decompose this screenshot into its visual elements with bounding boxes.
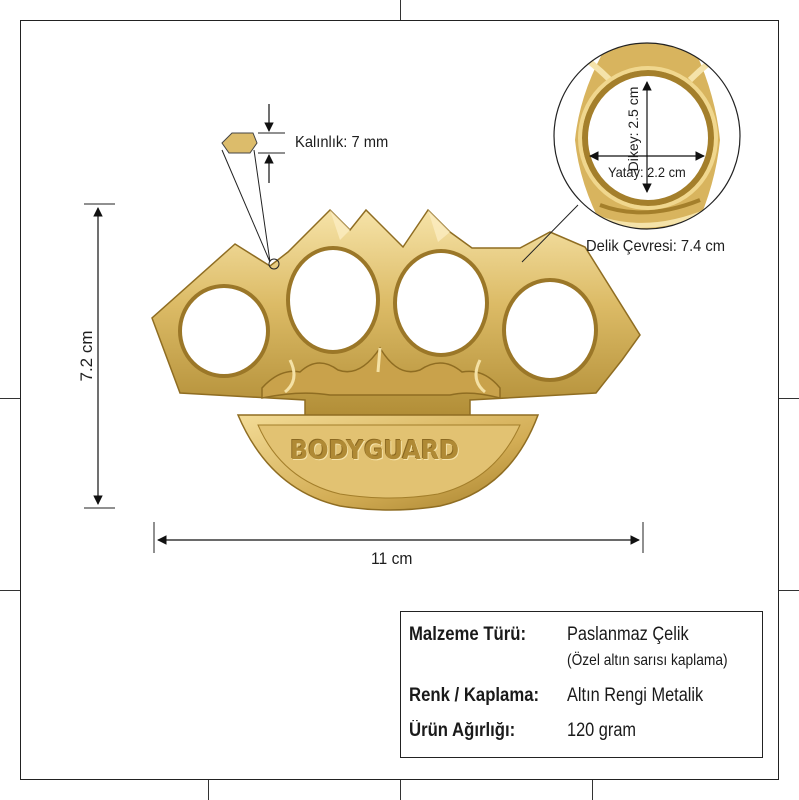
crop-mark (592, 780, 593, 800)
grip-plate (236, 414, 540, 511)
spec-table: Malzeme Türü: Paslanmaz Çelik (Özel altı… (400, 611, 763, 758)
width-label: 11 cm (371, 549, 413, 568)
hole-horizontal-label: Yatay: 2.2 cm (608, 164, 686, 180)
hole-circumference-label: Delik Çevresi: 7.4 cm (586, 238, 726, 255)
crop-mark (0, 590, 20, 591)
height-dimension (84, 203, 115, 509)
hole-vertical-label: Dikey: 2.5 cm (625, 86, 641, 172)
spec-note: (Özel altın sarısı kaplama) (567, 652, 728, 669)
crop-mark (779, 398, 799, 399)
spec-value: Paslanmaz Çelik (567, 624, 689, 645)
spec-key: Renk / Kaplama: (409, 685, 540, 706)
width-dimension (153, 522, 644, 553)
crop-mark (0, 398, 20, 399)
page-frame (20, 20, 779, 780)
crop-mark (779, 590, 799, 591)
crop-mark (208, 780, 209, 800)
thickness-callout (221, 104, 285, 270)
thickness-label: Kalınlık: 7 mm (295, 134, 389, 151)
spec-value: Altın Rengi Metalik (567, 685, 704, 706)
height-label: 7.2 cm (77, 330, 96, 382)
knuckle-body (151, 208, 641, 421)
hole-zoom-callout (521, 42, 741, 263)
spec-key: Malzeme Türü: (409, 624, 527, 645)
spec-value: 120 gram (567, 720, 637, 741)
spec-key: Ürün Ağırlığı: (409, 720, 516, 741)
engraving-text: BODYGUARD (290, 436, 460, 466)
crop-mark (400, 0, 401, 20)
crop-mark (400, 780, 401, 800)
